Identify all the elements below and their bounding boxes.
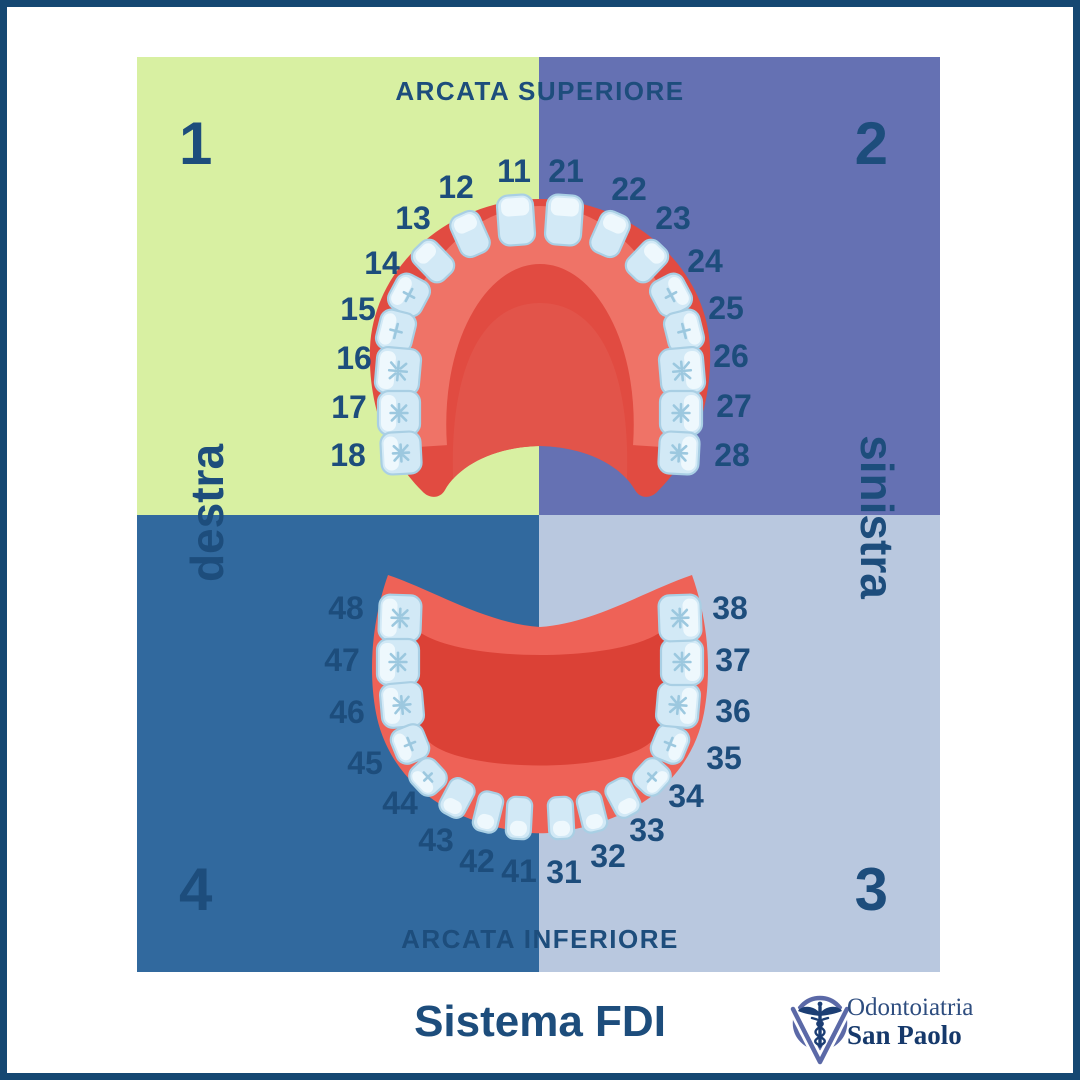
- tooth-shape-38: [657, 593, 703, 643]
- tooth-shape-25: [662, 308, 706, 354]
- tooth-number-47: 47: [324, 642, 360, 678]
- tooth-shape-45: [389, 723, 431, 765]
- tooth-number-44: 44: [382, 785, 418, 821]
- tooth-shape-48: [377, 593, 423, 643]
- tooth-shape-42: [471, 790, 505, 834]
- upper-arch-illustration: [369, 193, 711, 497]
- tooth-shape-28: [657, 430, 701, 476]
- tooth-shape-43: [438, 777, 476, 819]
- tooth-shape-44: [408, 757, 448, 797]
- lower-arch-illustration: [372, 575, 708, 841]
- caduceus-icon: [798, 1001, 842, 1048]
- clinic-logo: Odontoiatria San Paolo: [785, 988, 1015, 1072]
- tooth-number-17: 17: [331, 389, 367, 425]
- clinic-name-line1: Odontoiatria: [847, 994, 974, 1021]
- tooth-number-14: 14: [364, 245, 400, 281]
- tooth-number-15: 15: [340, 291, 376, 327]
- tooth-number-48: 48: [328, 590, 364, 626]
- tooth-number-31: 31: [546, 854, 582, 890]
- diagram-title: Sistema FDI: [414, 997, 666, 1046]
- tooth-number-26: 26: [713, 338, 749, 374]
- caduceus-tooth-emblem-icon: [788, 995, 852, 1067]
- tooth-number-43: 43: [418, 822, 454, 858]
- tooth-number-33: 33: [629, 812, 665, 848]
- upper-arch-label: ARCATA SUPERIORE: [395, 76, 685, 106]
- tooth-number-36: 36: [715, 693, 751, 729]
- lower-mouth-floor: [411, 631, 669, 766]
- tooth-number-32: 32: [590, 838, 626, 874]
- tooth-number-35: 35: [706, 740, 742, 776]
- tooth-number-46: 46: [329, 694, 365, 730]
- tooth-shape-31: [546, 795, 576, 841]
- tooth-shape-26: [657, 345, 707, 397]
- tooth-number-22: 22: [611, 171, 647, 207]
- tooth-shape-13: [410, 238, 456, 284]
- tooth-number-28: 28: [714, 437, 750, 473]
- tooth-shape-22: [589, 209, 631, 259]
- tooth-number-37: 37: [715, 642, 751, 678]
- clinic-name: Odontoiatria San Paolo: [847, 994, 973, 1050]
- tooth-number-11: 11: [497, 153, 531, 189]
- tooth-shape-35: [649, 723, 691, 765]
- upper-palate: [452, 303, 628, 497]
- tooth-shape-34: [632, 757, 672, 797]
- left-side-label-sinistra: sinistra: [851, 435, 903, 599]
- tooth-number-41: 41: [501, 853, 537, 889]
- tooth-number-42: 42: [459, 843, 495, 879]
- lower-arch-label: ARCATA INFERIORE: [401, 924, 679, 954]
- tooth-number-25: 25: [708, 290, 744, 326]
- right-side-label-destra: destra: [181, 443, 233, 583]
- tooth-shape-37: [659, 637, 705, 687]
- clinic-name-line2: San Paolo: [847, 1020, 962, 1050]
- tooth-number-38: 38: [712, 590, 748, 626]
- tooth-number-34: 34: [668, 778, 704, 814]
- upper-gum-midband: [388, 205, 692, 449]
- tooth-number-12: 12: [438, 169, 474, 205]
- tooth-shape-18: [379, 430, 423, 476]
- tooth-shape-16: [373, 345, 423, 397]
- tooth-shape-12: [449, 209, 491, 259]
- tooth-shape-41: [504, 795, 534, 841]
- quadrant-4-number: 4: [179, 856, 213, 923]
- upper-teeth-group: [373, 193, 707, 476]
- tooth-number-24: 24: [687, 243, 723, 279]
- tooth-number-45: 45: [347, 745, 383, 781]
- tooth-shape-27: [658, 389, 704, 437]
- tooth-shape-36: [654, 681, 702, 729]
- tooth-shape-11: [495, 193, 537, 247]
- quadrant-1-number: 1: [179, 110, 213, 177]
- tooth-number-21: 21: [548, 153, 584, 189]
- tooth-shape-33: [604, 777, 642, 819]
- tooth-number-16: 16: [336, 340, 372, 376]
- tooth-shape-47: [375, 637, 421, 687]
- tooth-number-27: 27: [716, 388, 752, 424]
- quadrant-3-number: 3: [854, 856, 888, 923]
- quadrant-2-number: 2: [854, 110, 888, 177]
- lower-teeth-group: [375, 593, 705, 841]
- tooth-shape-17: [376, 389, 422, 437]
- tooth-number-18: 18: [330, 437, 366, 473]
- tooth-shape-46: [378, 681, 426, 729]
- tooth-shape-24: [648, 272, 694, 318]
- tooth-number-13: 13: [395, 200, 431, 236]
- tooth-number-23: 23: [655, 200, 691, 236]
- tooth-shape-23: [624, 238, 670, 284]
- tooth-shape-32: [575, 790, 609, 834]
- tooth-shape-21: [543, 193, 585, 247]
- tooth-shape-15: [374, 308, 418, 354]
